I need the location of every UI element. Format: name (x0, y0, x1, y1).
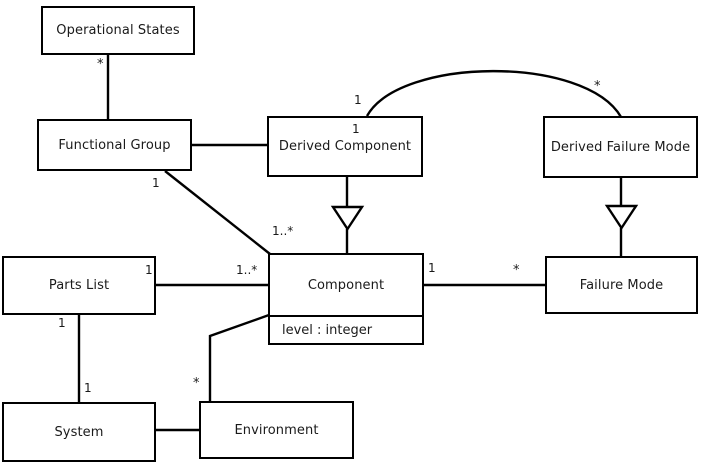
class-name-derived-component: Derived Component (278, 139, 412, 154)
class-name-failure-mode: Failure Mode (579, 277, 664, 293)
generalization-triangle-derived-failure-mode (604, 204, 639, 231)
multiplicity-component-right: 1 (428, 261, 436, 275)
multiplicity-failure-mode-left: * (513, 263, 520, 278)
connector-functional-group-component (164, 170, 271, 255)
class-attribute-component-level: level : integer (270, 315, 422, 343)
multiplicity-parts-list-bottom: 1 (58, 316, 66, 330)
multiplicity-parts-list-right: 1 (145, 263, 153, 277)
class-name-operational-states: Operational States (56, 23, 180, 38)
multiplicity-curve-left: 1 (354, 93, 362, 107)
multiplicity-functional-group-diagonal: 1 (152, 176, 160, 190)
class-name-system: System (54, 424, 104, 440)
multiplicity-system-top: 1 (84, 381, 92, 395)
generalization-triangle-derived-component (330, 205, 365, 232)
class-name-environment: Environment (234, 422, 319, 438)
multiplicity-environment-top: * (193, 376, 200, 391)
class-box-environment[interactable]: Environment (199, 401, 354, 459)
class-box-derived-component[interactable]: Derived Component (267, 116, 423, 177)
multiplicity-curve-right: * (594, 79, 601, 94)
class-name-component: Component (307, 277, 385, 293)
class-box-component[interactable]: Component level : integer (268, 253, 424, 345)
multiplicity-component-diagonal: 1..* (272, 224, 294, 238)
class-name-derived-failure-mode: Derived Failure Mode (550, 139, 691, 155)
class-name-functional-group: Functional Group (58, 137, 171, 153)
connector-component-environment (208, 313, 270, 401)
class-box-operational-states[interactable]: Operational States (41, 6, 195, 55)
class-box-system[interactable]: System (2, 402, 156, 462)
multiplicity-derived-component-left: 1 (352, 122, 360, 136)
multiplicity-component-left: 1..* (236, 263, 258, 277)
connector-derived-component-derived-failure-mode (365, 70, 623, 118)
class-box-failure-mode[interactable]: Failure Mode (545, 256, 698, 314)
multiplicity-operational-states: * (97, 57, 104, 72)
class-box-derived-failure-mode[interactable]: Derived Failure Mode (543, 116, 698, 178)
class-name-parts-list: Parts List (48, 278, 110, 293)
class-box-functional-group[interactable]: Functional Group (37, 119, 192, 171)
class-box-parts-list[interactable]: Parts List (2, 256, 156, 315)
